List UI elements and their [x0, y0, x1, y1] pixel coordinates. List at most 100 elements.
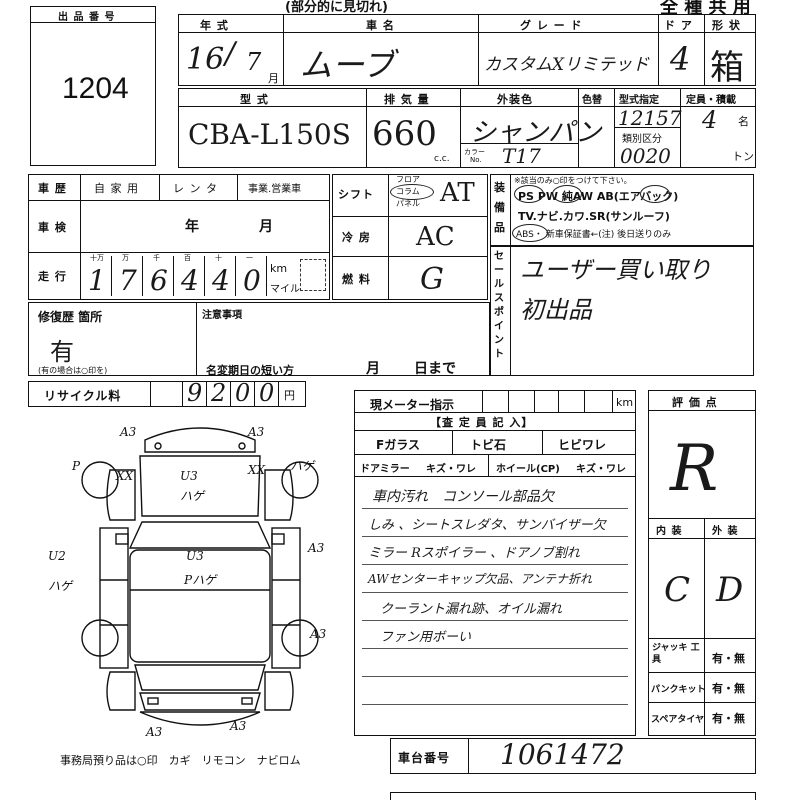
displacement-label: 排 気 量 [384, 93, 430, 106]
mileage-place-10k: 万 [122, 254, 129, 262]
tool-jack-label: ジャッキ 工 具 [652, 643, 700, 665]
capacity-label: 定員・積載 [686, 95, 736, 106]
color-change-label: 色替 [582, 95, 602, 106]
category-value: 0020 [620, 144, 671, 168]
mark-left-p: P [71, 459, 81, 473]
equipment-label: 装 備 品 [494, 181, 505, 234]
tool-puncture-value: 有・無 [712, 682, 745, 695]
chassis-label: 車台番号 [398, 751, 451, 765]
lot-box [30, 6, 156, 166]
equipment-note: ※該当のみ○印をつけて下さい。 [514, 176, 632, 185]
tailgate-outline [139, 692, 261, 711]
inspector-title: 【査 定 員 記 入】 [430, 416, 534, 429]
caution-label: 注意事項 [202, 310, 242, 321]
sales-point-label: セールスポイント [494, 251, 504, 360]
mileage-label: 走 行 [38, 270, 67, 283]
mark-right-rear-a3: A3 [309, 627, 327, 641]
wheel-rear-right [281, 619, 319, 657]
pw-circle [552, 185, 582, 203]
name-change-month: 月 [366, 361, 380, 377]
rear-bumper-outline [139, 711, 261, 726]
mark-left-side-u2: U2 [48, 549, 66, 563]
doors-label: ド ア [664, 19, 693, 32]
repair-note: (有の場合は○印を) [38, 366, 108, 375]
bottom-cut-box [390, 792, 756, 800]
wheel-front-right [281, 461, 319, 499]
equipment-line3: ABS・ 新車保証書←(注) 後日送りのみ [516, 230, 672, 240]
mileage-unit-km: km [270, 262, 288, 275]
history-label: 車 歴 [38, 182, 67, 195]
abs-circle [512, 224, 548, 242]
office-items: 事務局預り品は○印 カギ リモコン ナビロム [60, 754, 301, 767]
row2-box [178, 88, 756, 168]
score-block [648, 390, 756, 736]
mark-hood-hage: ハゲ [180, 489, 206, 503]
aircon-label: 冷 房 [342, 231, 371, 244]
capacity-unit: 名 [738, 115, 749, 128]
tool-jack-value: 有・無 [712, 652, 745, 665]
name-change-day: 日まで [414, 361, 456, 377]
name-change-label: 名変期日の短い方 [206, 364, 294, 377]
right-rear-fender [264, 671, 294, 711]
score-value: R [670, 432, 719, 506]
grade-value: カスタムXリミテッド [484, 55, 650, 75]
capacity-value: 4 [702, 106, 718, 134]
note-line-1: 車内汚れ コンソール部品欠 [372, 489, 554, 505]
mark-left-side-hage: ハゲ [48, 579, 74, 593]
history-option-private: 自 家 用 [94, 182, 139, 195]
color-no-label-top: カラー [464, 148, 485, 156]
shift-option-panel: パネル [396, 199, 420, 208]
tobi-label: トビ石 [470, 438, 507, 452]
fuel-value: G [420, 262, 444, 297]
sales-point-line2: 初出品 [520, 296, 592, 324]
ab-circle [640, 185, 670, 203]
mileage-digit-4: 4 [181, 264, 199, 297]
front-bumper-outline [144, 427, 256, 453]
year-label: 年 式 [200, 19, 229, 32]
mark-rear-left-a3: A3 [145, 725, 163, 739]
recycle-box [28, 381, 306, 407]
ps-circle [514, 185, 544, 203]
color-no-label-bottom: No. [470, 156, 482, 164]
shape-value: 箱 [710, 48, 744, 88]
mark-right-xx: XX [247, 463, 266, 477]
mileage-place-100k: 十万 [90, 254, 104, 262]
hood-outline [139, 455, 261, 517]
model-label: 型 式 [240, 93, 269, 106]
mileage-digit-5: 4 [212, 264, 230, 297]
color-no-value: T17 [502, 144, 541, 168]
tool-spare-label: スペアタイヤ [651, 715, 705, 725]
left-front-fender [106, 469, 136, 521]
type-designation-value: 12157 [618, 106, 682, 130]
chassis-box [390, 738, 756, 774]
tool-spare-value: 有・無 [712, 712, 745, 725]
car-diagram: A3 A3 P XX U3 ハゲ XX ハゲ U2 ハゲ U3 Pハゲ A3 A… [48, 425, 327, 739]
note-line-3: ミラー Rスポイラー 、ドアノブ割れ [368, 546, 580, 561]
history-option-business: 事業.営業車 [248, 184, 302, 195]
aircon-value: AC [416, 222, 455, 252]
note-line-5: クーラント漏れ跡、オイル漏れ [380, 602, 563, 617]
row1-box [178, 14, 756, 86]
shift-option-floor: フロア [396, 175, 420, 184]
mark-left-xx: XX [115, 469, 134, 483]
history-option-rental: レ ン タ [173, 182, 218, 195]
rear-glass-outline [134, 664, 266, 691]
shape-label: 形 状 [712, 19, 741, 32]
capacity-load-unit: トン [732, 150, 754, 163]
recycle-digit-4: 0 [259, 379, 275, 407]
mark-front-right-a3: A3 [247, 425, 265, 439]
repair-caution-block [28, 302, 490, 376]
displacement-unit: c.c. [434, 154, 450, 164]
exterior-value: D [716, 570, 744, 610]
inspector-block [354, 390, 636, 736]
right-front-fender [264, 469, 294, 521]
inspection-label: 車 検 [38, 221, 67, 234]
column-circle-mark [390, 184, 434, 200]
meter-label: 現メーター指示 [370, 398, 455, 412]
equipment-line2: TV.ナビ.カワ.SR(サンルーフ) [518, 210, 670, 223]
hibi-label: ヒビワレ [558, 438, 607, 452]
interior-value: C [664, 570, 691, 610]
door-mirror-option: キズ・ワレ [426, 464, 476, 475]
ext-color-value: シャンパン [470, 118, 602, 148]
chassis-value: 1061472 [500, 738, 625, 771]
